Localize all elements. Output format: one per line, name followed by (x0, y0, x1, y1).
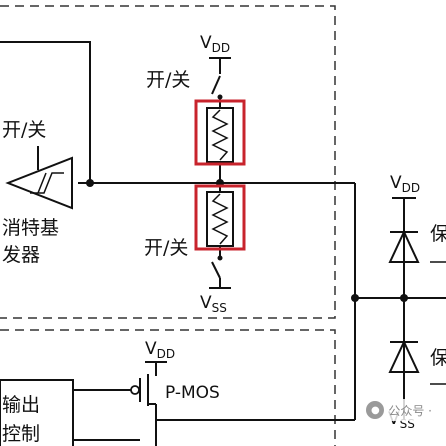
schmitt-switch-label: 开/关 (2, 119, 46, 141)
protect-diode-top (388, 229, 420, 263)
feedback-wire (0, 41, 91, 183)
pullup-switch-label: 开/关 (146, 69, 190, 91)
vss-mid-label: VSS (200, 293, 227, 315)
pullup-switch-blade (211, 75, 221, 95)
output-control-block (0, 379, 74, 446)
watermark-text: 公众号 · (388, 403, 432, 418)
output-control-line2: 控制 (2, 423, 40, 445)
protect-diode-bottom (388, 339, 420, 373)
wechat-icon: ● (366, 401, 385, 419)
vdd-bottom-label: VDD (145, 339, 175, 361)
pmos-gate-bubble (130, 385, 140, 395)
watermark-badge: ● 公众号 · (362, 399, 438, 421)
vdd-right-label: VDD (390, 173, 420, 195)
upper-block-boundary (0, 5, 336, 319)
pmos-label: P-MOS (165, 383, 220, 403)
lower-block-boundary (0, 329, 336, 446)
pullup-resistor-zigzag (211, 109, 229, 161)
hysteresis-icon (30, 172, 64, 194)
pulldown-resistor-zigzag (211, 193, 229, 245)
junction-dot-pad-left (351, 294, 359, 302)
output-control-line1: 输出 (2, 394, 40, 416)
protect-label-top: 保 (430, 223, 446, 245)
pulldown-switch-contact (217, 255, 223, 261)
schmitt-label-line1: 消特基 (2, 217, 59, 239)
pulldown-switch-blade (211, 261, 221, 279)
protect-label-bottom: 保 (430, 347, 446, 369)
schmitt-trigger-symbol (5, 156, 73, 210)
pulldown-switch-label: 开/关 (144, 237, 188, 259)
vdd-top-label: VDD (200, 33, 230, 55)
pulldown-highlight-box (194, 184, 246, 251)
pullup-highlight-box (194, 99, 246, 166)
schmitt-label-line2: 发器 (2, 244, 40, 266)
junction-dot-left (86, 179, 94, 187)
